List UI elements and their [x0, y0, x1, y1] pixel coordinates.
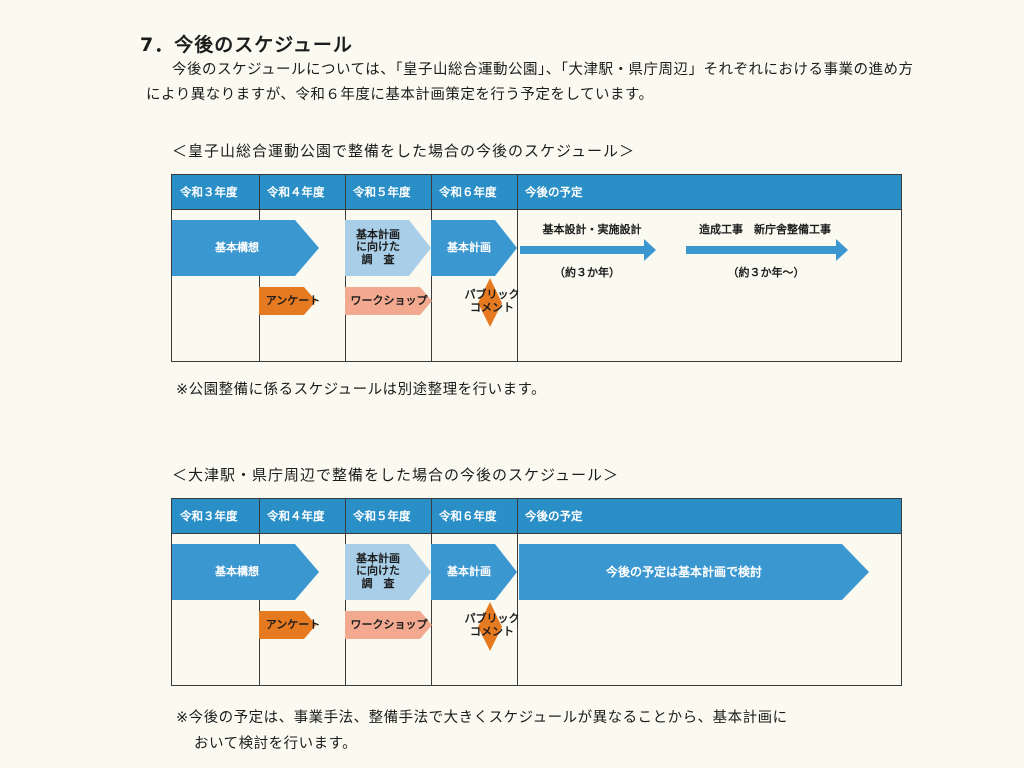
label-kihon-keikaku: 基本計画: [447, 565, 491, 578]
header-r5: 令和５年度: [353, 185, 411, 199]
arrow-kihon-koso: [172, 220, 319, 276]
schedule1-header-row: [172, 175, 901, 209]
schedule1-arrows: [172, 220, 848, 327]
arrow-enquete: [259, 287, 316, 315]
arrow-construction: [686, 239, 848, 261]
header-r6: 令和６年度: [439, 509, 497, 523]
label-survey-1: 基本計画: [356, 228, 400, 241]
arrow-kihon-keikaku: [431, 544, 517, 600]
label-survey-3: 調 査: [361, 253, 395, 266]
label-construction: 造成工事 新庁舎整備工事: [699, 223, 831, 236]
arrow-workshop: [345, 287, 432, 315]
label-survey-1: 基本計画: [356, 552, 400, 565]
schedule2-arrows: [172, 544, 869, 651]
schedule1-title: ＜皇子山総合運動公園で整備をした場合の今後のスケジュール＞: [172, 142, 635, 160]
schedule1-note: ※公園整備に係るスケジュールは別途整理を行います。: [176, 382, 547, 398]
label-design: 基本設計・実施設計: [542, 223, 642, 236]
arrow-design: [520, 239, 656, 261]
label-construction-period: （約３か年～）: [727, 266, 805, 279]
label-future: 今後の予定は基本計画で検討: [605, 565, 762, 579]
header-future: 今後の予定: [525, 509, 583, 523]
label-public-2: コメント: [470, 625, 514, 638]
arrow-kihon-koso: [172, 544, 319, 600]
header-r6: 令和６年度: [439, 185, 497, 199]
label-survey-2: に向けた: [356, 564, 400, 577]
arrow-future: [519, 544, 869, 600]
label-enquete: アンケート: [265, 294, 321, 307]
schedule1-table: 令和３年度 令和４年度 令和５年度 令和６年度 今後の予定 基本構想 基本計画 …: [171, 174, 902, 362]
arrow-survey: [345, 220, 431, 276]
schedule2-table: 令和３年度 令和４年度 令和５年度 令和６年度 今後の予定 基本構想 基本計画 …: [171, 498, 902, 686]
arrow-kihon-keikaku: [431, 220, 517, 276]
label-public-1: パブリック: [464, 288, 520, 301]
header-future: 今後の予定: [525, 185, 583, 199]
header-r4: 令和４年度: [267, 185, 325, 199]
label-public-1: パブリック: [464, 612, 520, 625]
label-survey-3: 調 査: [361, 577, 395, 590]
label-kihon-koso: 基本構想: [215, 565, 259, 578]
header-r3: 令和３年度: [180, 509, 238, 523]
schedule2-note-line1: ※今後の予定は、事業手法、整備手法で大きくスケジュールが異なることから、基本計画…: [176, 710, 788, 726]
schedule2-note: ※今後の予定は、事業手法、整備手法で大きくスケジュールが異なることから、基本計画…: [176, 705, 936, 757]
schedule2-title: ＜大津駅・県庁周辺で整備をした場合の今後のスケジュール＞: [172, 466, 619, 484]
label-design-period: （約３か年）: [554, 266, 620, 279]
label-public-2: コメント: [470, 301, 514, 314]
intro-paragraph: 今後のスケジュールについては、「皇子山総合運動公園」、「大津駅・県庁周辺」それぞ…: [146, 62, 914, 103]
label-workshop: ワークショップ: [350, 294, 428, 307]
label-kihon-koso: 基本構想: [215, 241, 259, 254]
arrow-survey: [345, 544, 431, 600]
section-heading: 7．今後のスケジュール: [140, 34, 353, 56]
label-workshop: ワークショップ: [350, 618, 428, 631]
label-enquete: アンケート: [265, 618, 321, 631]
diamond-public-comment: [478, 278, 502, 327]
arrow-workshop: [345, 611, 432, 639]
header-r5: 令和５年度: [353, 509, 411, 523]
diamond-public-comment: [478, 602, 502, 651]
arrow-enquete: [259, 611, 316, 639]
schedule2-note-line2: おいて検討を行います。: [194, 736, 358, 752]
header-r4: 令和４年度: [267, 509, 325, 523]
label-survey-2: に向けた: [356, 240, 400, 253]
header-r3: 令和３年度: [180, 185, 238, 199]
schedule2-header-row: [172, 499, 901, 533]
label-kihon-keikaku: 基本計画: [447, 241, 491, 254]
